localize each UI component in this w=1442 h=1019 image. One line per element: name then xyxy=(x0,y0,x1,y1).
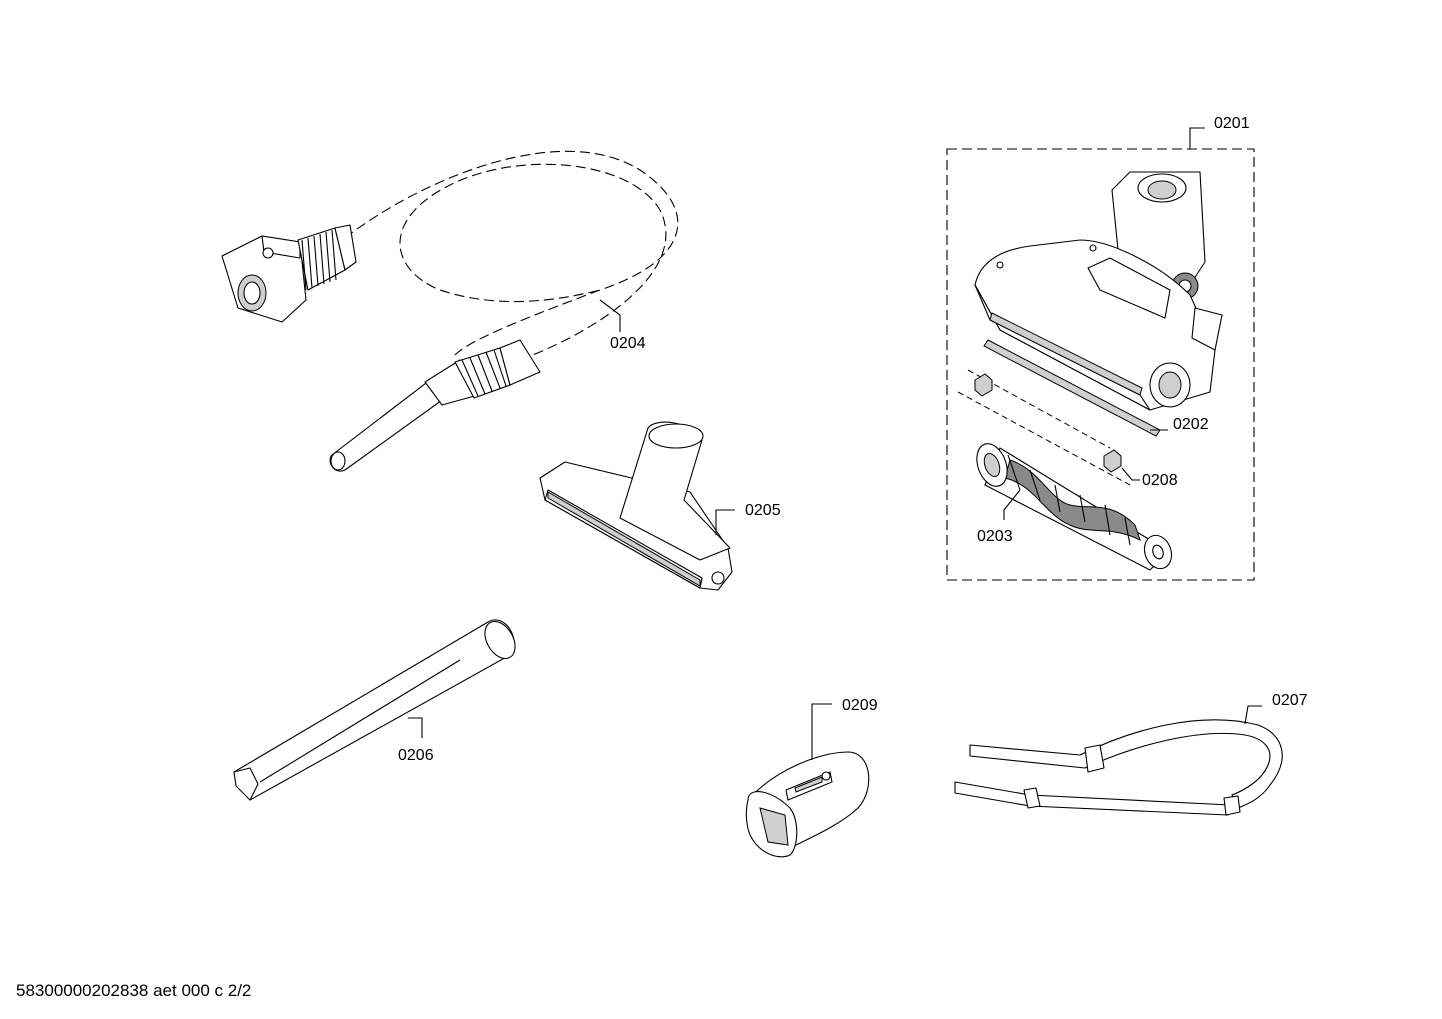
part-label-0201: 0201 xyxy=(1214,115,1250,132)
part-label-0207: 0207 xyxy=(1272,692,1308,709)
document-footer: 58300000202838 aet 000 c 2/2 xyxy=(16,981,252,1000)
part-label-0208: 0208 xyxy=(1142,472,1178,489)
part-label-0203: 0203 xyxy=(977,528,1013,545)
carrying-strap-part[interactable] xyxy=(954,719,1283,816)
part-label-0204: 0204 xyxy=(610,335,646,352)
part-label-0209: 0209 xyxy=(842,697,878,714)
part-label-0205: 0205 xyxy=(745,502,781,519)
strip-part[interactable] xyxy=(983,339,1161,437)
suction-hose-part[interactable] xyxy=(221,150,679,472)
brush-roller-part[interactable] xyxy=(971,440,1176,573)
part-label-0206: 0206 xyxy=(398,747,434,764)
upholstery-nozzle-part[interactable] xyxy=(539,421,733,591)
assembly-boundary-0201 xyxy=(946,148,1255,581)
part-label-0202: 0202 xyxy=(1173,416,1209,433)
bearing-part-right[interactable] xyxy=(1103,449,1122,473)
adapter-part[interactable] xyxy=(745,751,870,858)
bearing-part-left[interactable] xyxy=(974,373,993,397)
crevice-nozzle-part[interactable] xyxy=(233,616,521,801)
turbo-brush-part[interactable] xyxy=(974,171,1223,411)
